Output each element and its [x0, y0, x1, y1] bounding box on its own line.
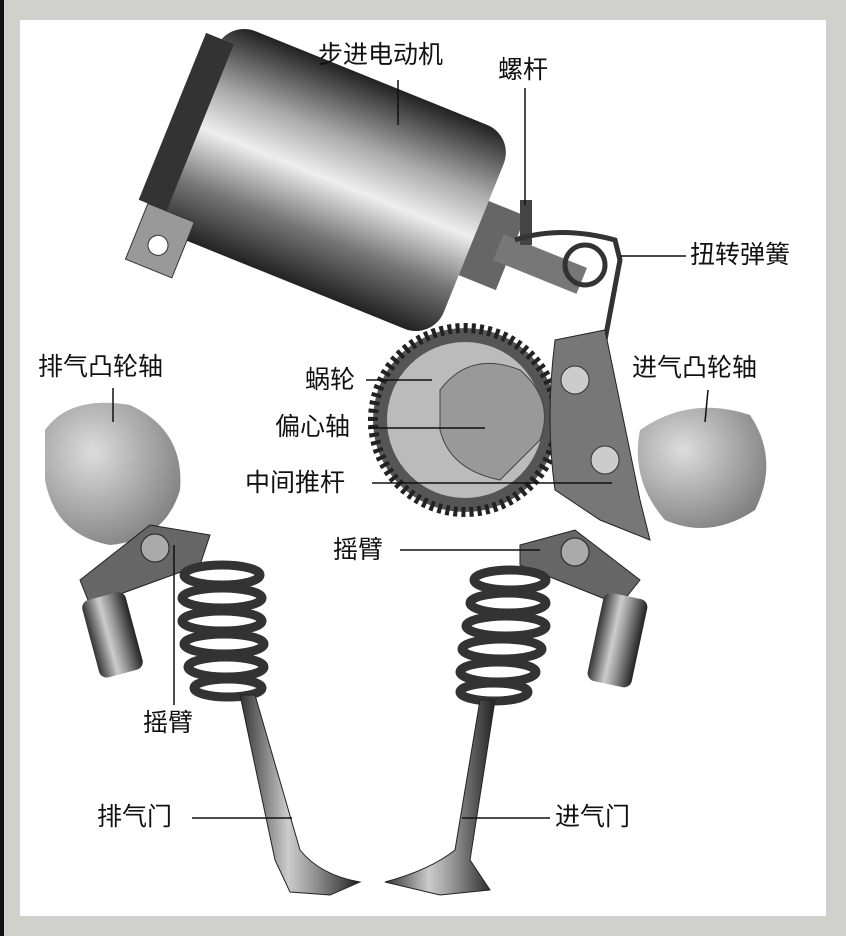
label-eccentric-shaft: 偏心轴: [275, 412, 351, 441]
frame-edge: [0, 0, 4, 936]
label-intake-valve: 进气门: [555, 802, 631, 831]
intake-valve-spring: [455, 565, 551, 706]
label-worm-screw: 螺杆: [498, 55, 549, 84]
intake-lifter: [587, 592, 648, 688]
stepper-motor: [124, 28, 526, 332]
intake-rocker-arm: [519, 529, 641, 606]
torsion-spring: [514, 230, 623, 501]
exhaust-valve-spring: [177, 560, 269, 702]
label-torsion-spring: 扭转弹簧: [690, 240, 791, 269]
intake-camshaft: [637, 407, 767, 528]
eccentric-shaft: [439, 362, 545, 481]
exhaust-rocker-roller: [140, 533, 170, 563]
intake-valve: [384, 699, 496, 896]
label-exhaust-camshaft: 排气凸轮轴: [38, 352, 164, 381]
intake-rocker-roller: [560, 537, 590, 567]
lever-pivot-lower: [590, 445, 620, 475]
lever-pivot-upper: [560, 365, 590, 395]
exhaust-valve: [239, 694, 362, 896]
label-rocker-arm-exhaust: 摇臂: [143, 708, 194, 737]
exhaust-camshaft: [45, 402, 181, 545]
label-exhaust-valve: 排气门: [97, 802, 173, 831]
label-stepper-motor: 步进电动机: [318, 40, 444, 69]
label-rocker-arm-intake: 摇臂: [333, 535, 384, 564]
leader-lines: [112, 80, 709, 819]
label-intake-camshaft: 进气凸轮轴: [632, 353, 758, 382]
label-intermediate-lever: 中间推杆: [245, 468, 346, 497]
label-worm-gear: 蜗轮: [305, 365, 356, 394]
exhaust-lifter: [82, 592, 143, 678]
